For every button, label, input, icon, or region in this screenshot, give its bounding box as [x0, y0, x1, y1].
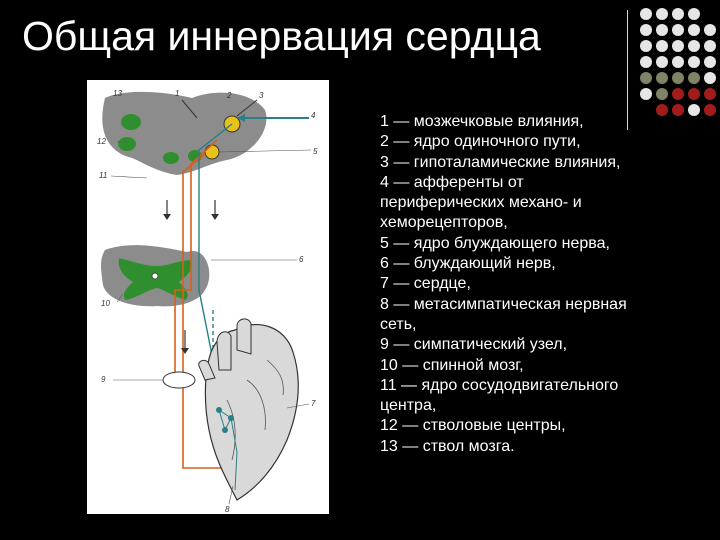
- figure-label: 10: [101, 299, 110, 308]
- decor-dot: [688, 40, 700, 52]
- decor-dot: [640, 72, 652, 84]
- decor-dot: [672, 56, 684, 68]
- innervation-figure: 13 1 2 3 4 12 5 11 6 10 9 7 8: [87, 80, 329, 514]
- figure-label: 4: [311, 111, 316, 120]
- decor-dot: [688, 24, 700, 36]
- decor-dot: [704, 40, 716, 52]
- legend-line: 9 — симпатический узел,: [380, 336, 568, 354]
- decor-dot: [656, 40, 668, 52]
- legend-line: 1 — мозжечковые влияния,: [380, 113, 584, 130]
- legend-line: 10 — спинной мозг,: [380, 356, 524, 374]
- decor-dot: [640, 88, 652, 100]
- legend-text: 1 — мозжечковые влияния, 2 — ядро одиночн…: [380, 112, 680, 457]
- decor-dot: [672, 40, 684, 52]
- decor-dot: [688, 72, 700, 84]
- decor-dot: [640, 8, 652, 20]
- divider-line: [627, 10, 628, 130]
- heart-vessel: [198, 359, 216, 381]
- figure-label: 11: [99, 171, 107, 180]
- decor-dot: [688, 8, 700, 20]
- decor-dot: [672, 8, 684, 20]
- decor-dot: [704, 24, 716, 36]
- label-leader: [116, 293, 124, 303]
- legend-line: 2 — ядро одиночного пути,: [380, 133, 581, 151]
- decor-dot: [656, 104, 668, 116]
- sympathetic-nerve: [182, 153, 265, 469]
- down-arrow-head: [181, 348, 189, 354]
- heart-contour: [226, 359, 284, 461]
- afferent-arrow-head: [237, 114, 245, 122]
- intracardiac-network: [218, 409, 238, 491]
- figure-label: 2: [226, 91, 232, 100]
- decor-dot: [672, 104, 684, 116]
- label-leader: [218, 149, 312, 153]
- stem-nucleus: [118, 137, 136, 151]
- decor-dot: [672, 24, 684, 36]
- decor-dot: [704, 88, 716, 100]
- sympathetic-ganglion: [162, 371, 196, 389]
- figure-label: 6: [299, 255, 304, 264]
- figure-label: 3: [259, 91, 264, 100]
- decor-dot: [656, 72, 668, 84]
- legend-line: 6 — блуждающий нерв,: [380, 255, 556, 273]
- decor-dot: [640, 40, 652, 52]
- decor-dot: [656, 24, 668, 36]
- spinal-canal: [151, 272, 159, 280]
- figure-label: 8: [225, 505, 230, 514]
- figure-label: 1: [175, 89, 179, 98]
- figure-label: 7: [311, 399, 316, 408]
- down-arrow-head: [211, 214, 219, 220]
- decor-dot: [704, 104, 716, 116]
- down-arrow-head: [163, 214, 171, 220]
- legend-line: 3 — гипоталамические влияния,: [380, 153, 621, 171]
- label-leader: [110, 175, 148, 179]
- legend-line: 5 — ядро блуждающего нерва,: [380, 234, 610, 252]
- legend-line: 4 — афференты от: [380, 173, 524, 191]
- slide-title: Общая иннервация сердца: [22, 13, 541, 59]
- decor-dot: [656, 88, 668, 100]
- decorative-dot-grid: [640, 8, 720, 118]
- decor-dot: [688, 88, 700, 100]
- legend-line: периферических механо- и: [380, 194, 582, 212]
- label-leader: [228, 485, 234, 505]
- stem-nucleus: [163, 152, 179, 164]
- legend-line: 13 — ствол мозга.: [380, 437, 515, 455]
- decor-dot: [640, 56, 652, 68]
- legend-line: 11 — ядро сосудодвигательного: [380, 376, 619, 394]
- legend-line: 7 — сердце,: [380, 275, 471, 293]
- figure-label: 9: [101, 375, 106, 384]
- decor-dot: [640, 24, 652, 36]
- decor-dot: [704, 72, 716, 84]
- cerebellar-arrow: [181, 99, 198, 119]
- legend-line: сеть,: [380, 315, 417, 333]
- stem-nucleus: [121, 114, 141, 130]
- legend-line: хеморецепторов,: [380, 214, 508, 232]
- decor-dot: [656, 8, 668, 20]
- label-leader: [286, 403, 310, 409]
- decor-dot: [672, 88, 684, 100]
- vagus-nucleus: [204, 144, 220, 160]
- decor-dot: [688, 104, 700, 116]
- figure-label: 12: [97, 137, 106, 146]
- figure-label: 5: [313, 147, 318, 156]
- decor-dot: [688, 56, 700, 68]
- innervation-diagram: 13 1 2 3 4 12 5 11 6 10 9 7 8: [97, 89, 318, 514]
- heart-vessel: [216, 331, 232, 371]
- decor-dot: [672, 72, 684, 84]
- hypothalamic-arrow: [236, 99, 258, 117]
- heart-vessel: [236, 318, 252, 355]
- legend-line: 8 — метасимпатическая нервная: [380, 295, 627, 313]
- decor-dot: [704, 56, 716, 68]
- legend-line: 12 — стволовые центры,: [380, 417, 566, 435]
- decor-dot: [656, 56, 668, 68]
- figure-label: 13: [113, 89, 122, 98]
- legend-line: центра,: [380, 397, 437, 415]
- brain-stem-shape: [102, 91, 267, 175]
